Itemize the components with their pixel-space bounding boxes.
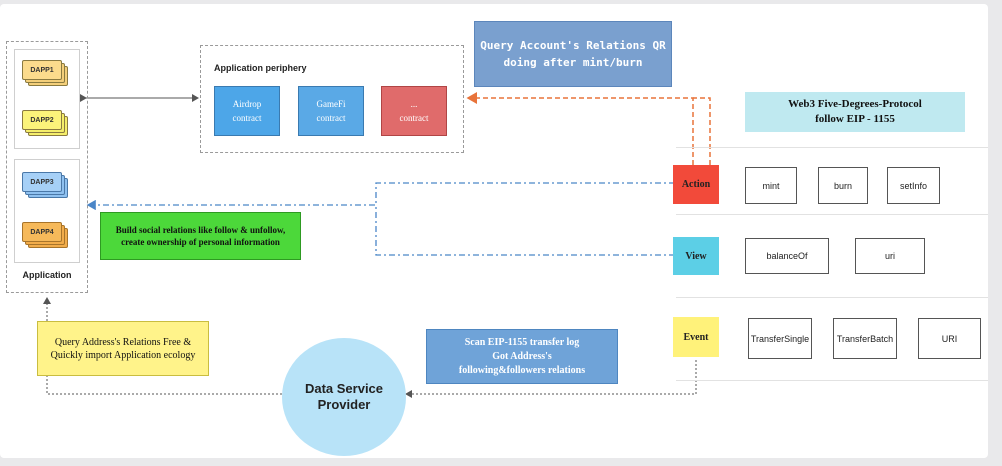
query-free-line2: Quickly import Application ecology [50,349,196,361]
dapp2-label: DAPP2 [22,110,62,130]
action-label[interactable]: Action [673,165,719,204]
other-contract[interactable]: ... contract [381,86,447,136]
dapp1-label: DAPP1 [22,60,62,80]
query-free-line1: Query Address's Relations Free & [54,336,192,348]
view-to-application-line [375,205,675,256]
method-burn[interactable]: burn [818,167,868,204]
section-separator-1 [676,147,988,148]
dapp4-label: DAPP4 [22,222,62,242]
social-relations-box: Build social relations like follow & unf… [100,212,301,260]
method-balanceof[interactable]: balanceOf [745,238,829,274]
query-mint-line2: doing after mint/burn [503,56,643,69]
scan-box: Scan EIP-1155 transfer log Got Address's… [426,329,618,384]
section-separator-3 [676,297,988,298]
gamefi-contract[interactable]: GameFi contract [298,86,364,136]
orange-return-line [693,97,711,165]
section-separator-4 [676,380,988,381]
dapp2[interactable]: DAPP2 [22,110,68,136]
periphery-title: Application periphery [214,63,307,73]
periphery-frame [200,45,464,153]
dapp4[interactable]: DAPP4 [22,222,68,248]
method-uri[interactable]: uri [855,238,925,274]
scan-line2: Got Address's [492,350,552,362]
gamefi-contract-name: GameFi [316,99,346,109]
other-contract-name: ... [410,99,418,109]
other-contract-sub: contract [399,113,429,123]
view-label[interactable]: View [673,237,719,275]
dapp-group-top [14,49,80,149]
application-label: Application [22,270,72,280]
event-label[interactable]: Event [673,317,719,357]
application-frame [6,41,88,293]
provider-line1: Data Service [304,381,384,396]
method-mint[interactable]: mint [745,167,797,204]
query-free-box: Query Address's Relations Free & Quickly… [37,321,209,376]
query-mint-box: Query Account's Relations QR doing after… [474,21,672,87]
dapp3-label: DAPP3 [22,172,62,192]
method-setinfo[interactable]: setInfo [887,167,940,204]
event-transferbatch[interactable]: TransferBatch [833,318,897,359]
event-to-provider-line [405,360,697,398]
scan-line3: following&followers relations [458,364,586,376]
social-line1: Build social relations like follow & unf… [115,225,286,235]
provider-line2: Provider [317,397,371,412]
gamefi-contract-sub: contract [316,113,346,123]
action-to-application-line [86,182,675,211]
section-separator-2 [676,214,988,215]
protocol-line1: Web3 Five-Degrees-Protocol [788,98,922,110]
dapp-group-bottom [14,159,80,263]
airdrop-contract[interactable]: Airdrop contract [214,86,280,136]
dapp3[interactable]: DAPP3 [22,172,68,198]
query-mint-line1: Query Account's Relations QR [480,39,666,52]
event-uri[interactable]: URI [918,318,981,359]
scan-line1: Scan EIP-1155 transfer log [464,336,580,348]
action-to-periphery-line [466,92,694,165]
event-transfersingle[interactable]: TransferSingle [748,318,812,359]
protocol-line2: follow EIP - 1155 [815,113,895,125]
airdrop-contract-sub: contract [232,113,262,123]
airdrop-contract-name: Airdrop [232,99,262,109]
social-line2: create ownership of personal information [121,237,280,247]
protocol-box: Web3 Five-Degrees-Protocol follow EIP - … [745,92,965,132]
data-service-provider: Data Service Provider [282,338,406,456]
dapp1[interactable]: DAPP1 [22,60,68,86]
